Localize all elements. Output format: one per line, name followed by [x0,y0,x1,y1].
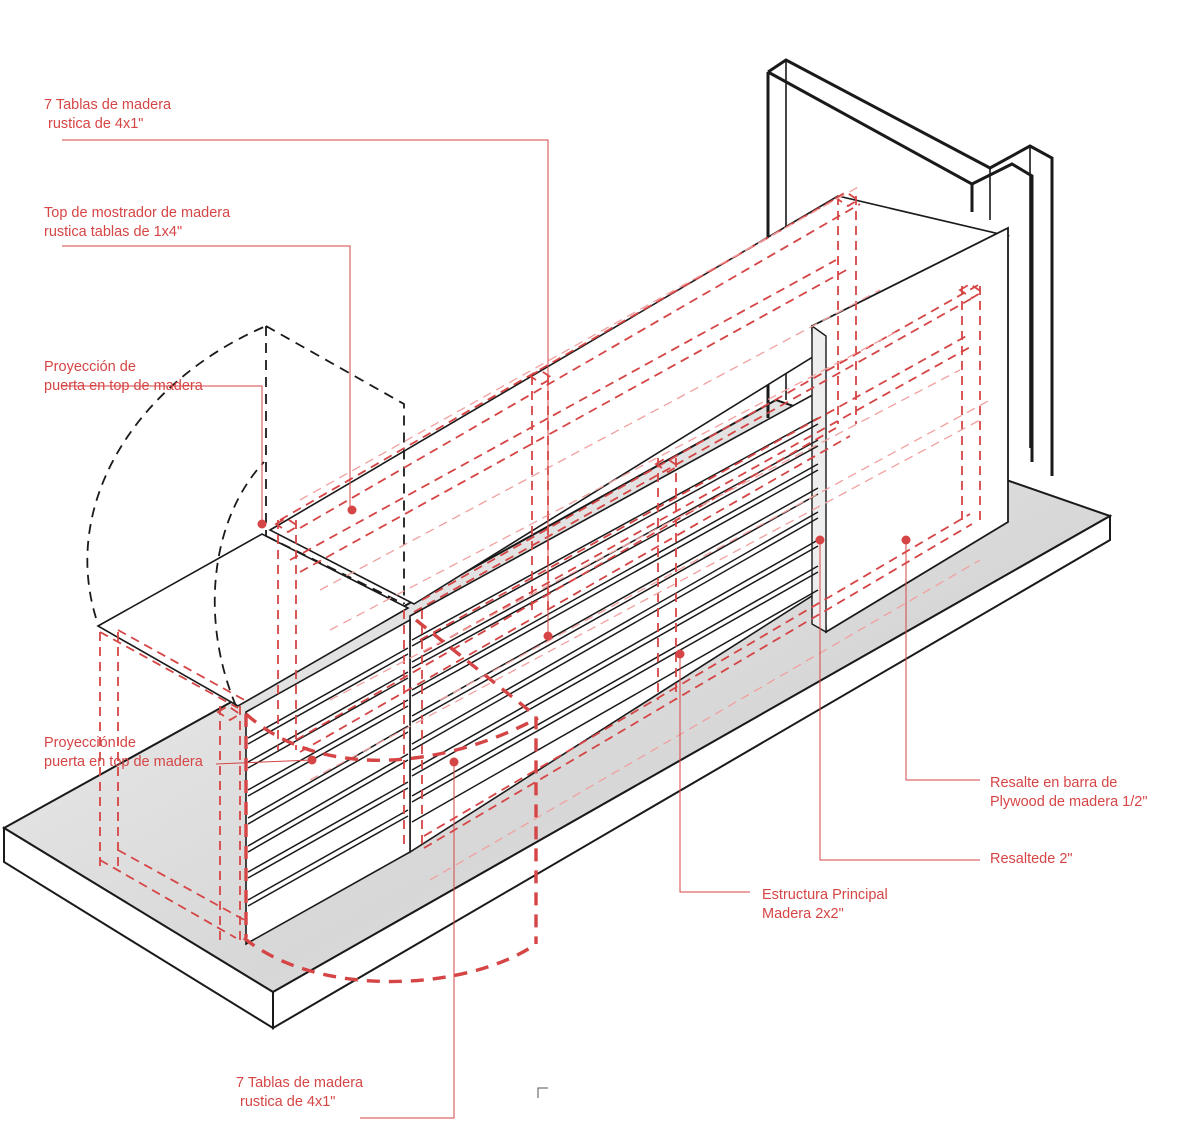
label-line: Top de mostrador de madera [44,205,231,221]
label-line: puerta en top de madera [44,378,203,394]
label-tablas-top: 7 Tablas de madera rustica de 4x1" [44,96,171,134]
lower-door-edge [244,618,538,944]
dot-estructura [675,649,685,659]
leader-resalte-2 [819,540,980,861]
label-proyeccion-upper: Proyección de puerta en top de madera [44,358,203,396]
dot-resalte-2 [815,535,825,545]
lower-arc-inner [244,712,539,762]
counter-faces [96,195,1011,946]
leader-proyeccion-lower [215,759,313,765]
dot-resalte-plywood [901,535,911,545]
lower-arc-outer [242,936,537,984]
leader-top-mostrador [62,245,351,510]
hidden-lines [299,185,991,881]
label-line: puerta en top de madera [44,754,203,770]
side-top-surface [96,533,410,707]
leader-resalte-plywood [905,540,980,781]
top-rails [279,195,981,613]
label-line: 7 Tablas de madera [236,1075,364,1091]
dot-proyeccion-upper [257,519,267,529]
label-line: Estructura Principal [762,887,888,903]
leader-estructura [679,654,750,893]
door-swing-arc-inner [213,461,265,707]
label-line: 7 Tablas de madera [44,97,172,113]
annotation-dots [257,505,911,767]
label-line: Proyección de [44,359,136,375]
leader-lines [62,139,980,1119]
door-projection-upper [86,325,405,707]
door-projection-lower [242,618,539,984]
label-line: Plywood de madera 1/2" [990,794,1148,810]
label-line: Resalte en barra de [990,775,1118,791]
label-line: rustica de 4x1" [236,1094,336,1110]
crop-mark [537,1087,548,1098]
side-rails [99,629,249,939]
plywood-panel-edge [811,324,827,634]
label-estructura: Estructura Principal Madera 2x2" [762,886,888,924]
label-line: Resaltede 2" [990,851,1073,867]
side-slats [247,647,409,907]
floor-left-edge [3,826,274,1030]
dot-proyeccion-lower [307,755,317,765]
dot-tablas-top [543,631,553,641]
label-line: Madera 2x2" [762,906,844,922]
label-resalte-2: Resaltede 2" [990,850,1073,869]
label-line: rustica tablas de 1x4" [44,224,183,240]
leader-tablas-bottom [360,762,455,1119]
posts-main [531,196,981,700]
door-swing-arc [86,325,267,619]
label-tablas-bottom: 7 Tablas de madera rustica de 4x1" [236,1074,363,1112]
label-top-mostrador: Top de mostrador de madera rustica tabla… [44,204,230,242]
leader-tablas-top [62,139,549,636]
door-leaf-outline [265,325,405,605]
bottom-rails [295,427,973,849]
label-line: Proyección de [44,735,136,751]
dot-tablas-bottom [449,757,459,767]
leader-proyeccion-upper [62,385,263,524]
dot-top-mostrador [347,505,357,515]
inner-hidden [299,185,991,881]
label-line: rustica de 4x1" [44,116,144,132]
label-proyeccion-lower: Proyección de puerta en top de madera [44,734,203,772]
side-slat-face [245,618,411,946]
label-resalte-plywood: Resalte en barra de Plywood de madera 1/… [990,774,1148,812]
